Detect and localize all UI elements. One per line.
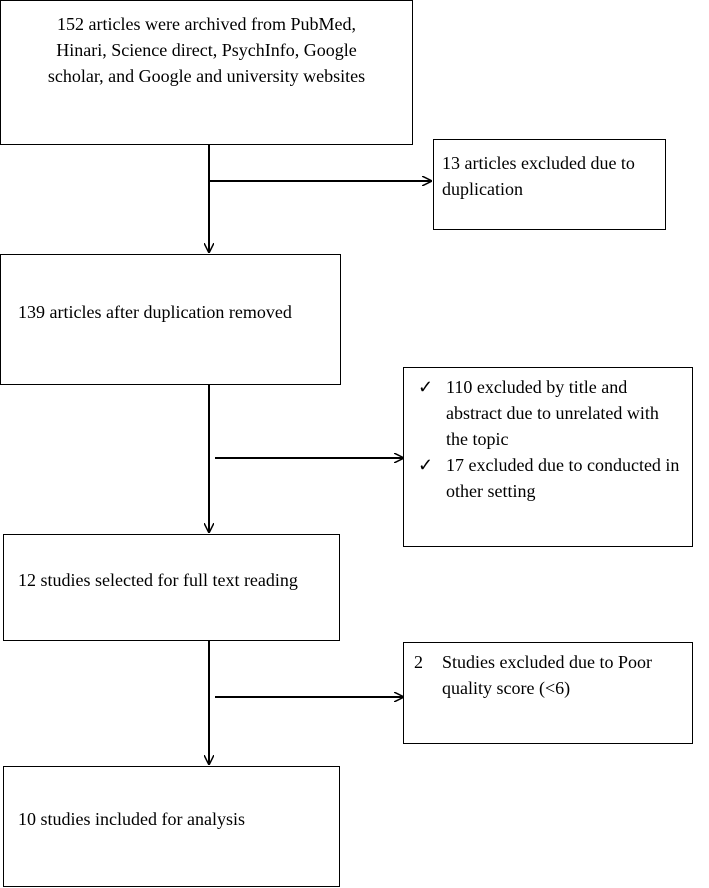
duplication-exclusion-box: 13 articles excluded due to duplication (433, 139, 666, 230)
quality-exclusion-text: Studies excluded due to Poor quality sco… (442, 652, 652, 698)
quality-exclusion-number: 2 (414, 652, 423, 672)
exclusion-list-item: ✓ 110 excluded by title and abstract due… (404, 374, 684, 452)
step1-text: 152 articles were archived from PubMed, … (47, 14, 366, 86)
step1-box: 152 articles were archived from PubMed, … (0, 0, 413, 145)
step4-text: 10 studies included for analysis (18, 809, 245, 829)
title-abstract-exclusion-box: ✓ 110 excluded by title and abstract due… (403, 367, 693, 547)
step2-text: 139 articles after duplication removed (18, 302, 292, 322)
check-mark-icon: ✓ (418, 377, 434, 397)
quality-exclusion-content: 2 Studies excluded due to Poor quality s… (404, 649, 692, 701)
title-abstract-exclusion-list: ✓ 110 excluded by title and abstract due… (404, 374, 692, 504)
check-mark-icon: ✓ (418, 455, 434, 475)
step3-box: 12 studies selected for full text readin… (3, 534, 340, 641)
quality-exclusion-box: 2 Studies excluded due to Poor quality s… (403, 642, 693, 744)
duplication-exclusion-text: 13 articles excluded due to duplication (442, 153, 635, 199)
exclusion-item-text: 110 excluded by title and abstract due t… (446, 377, 659, 449)
exclusion-item-text: 17 excluded due to conducted in other se… (446, 455, 680, 501)
step4-box: 10 studies included for analysis (3, 766, 340, 887)
step3-text: 12 studies selected for full text readin… (18, 570, 298, 590)
exclusion-list-item: ✓ 17 excluded due to conducted in other … (404, 452, 684, 504)
step2-box: 139 articles after duplication removed (0, 254, 341, 385)
